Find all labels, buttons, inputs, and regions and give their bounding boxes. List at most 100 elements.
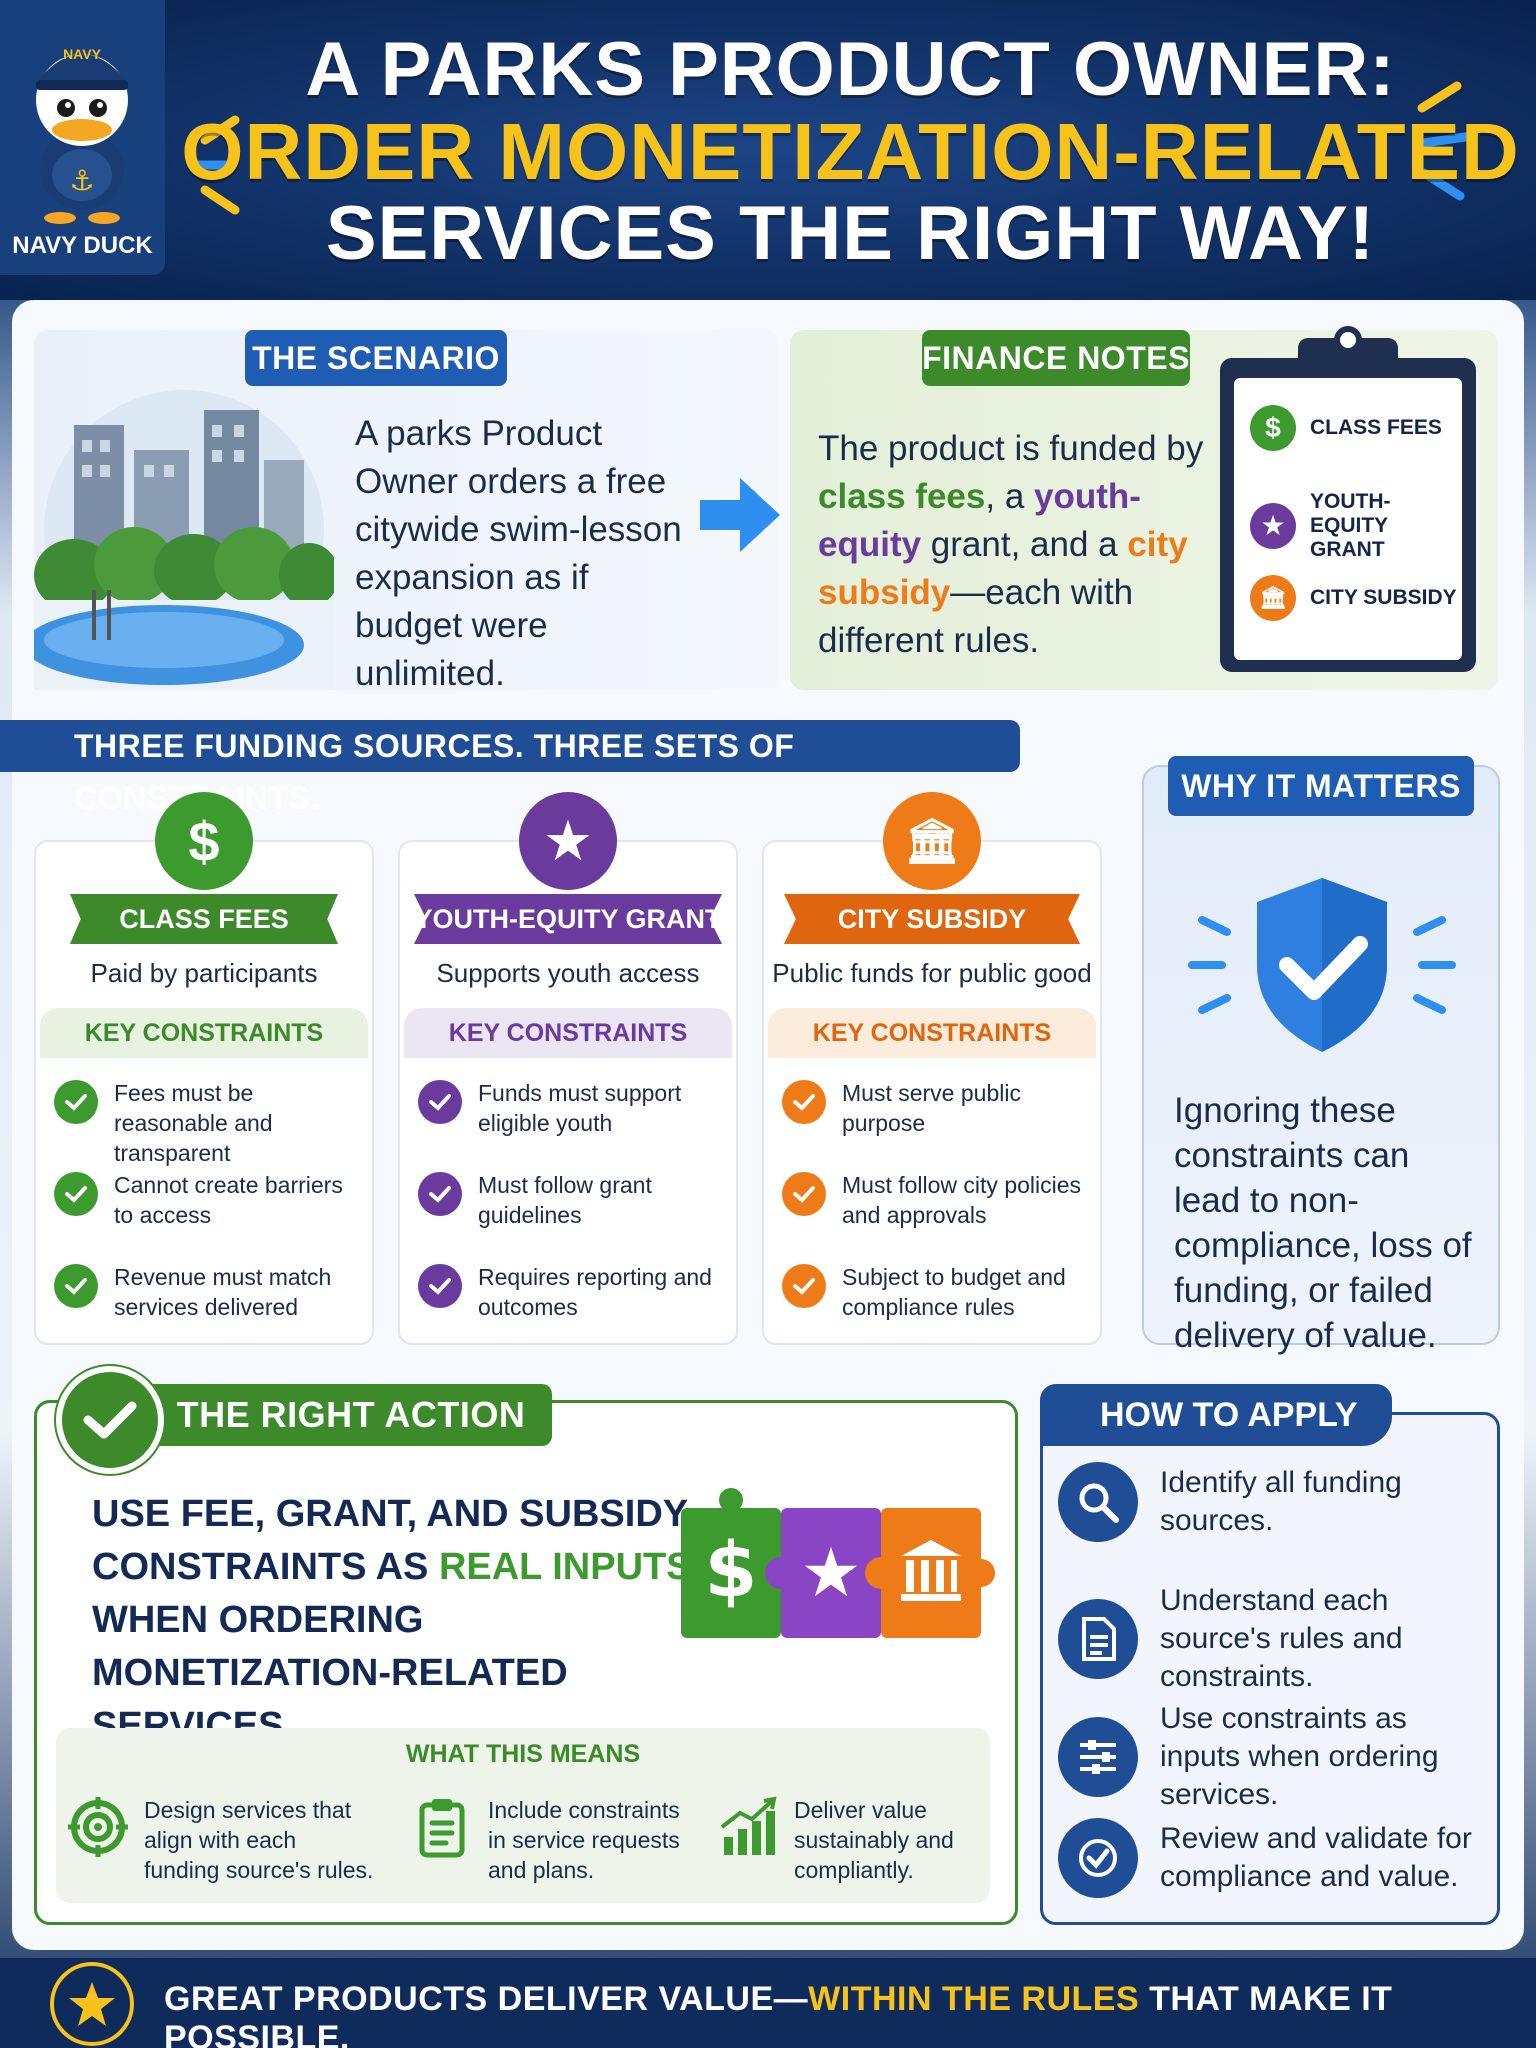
footer-banner	[0, 1958, 1536, 2048]
clip-item-class-fees: $ CLASS FEES	[1250, 405, 1442, 451]
constraint-item: Fees must be reasonable and transparent	[54, 1078, 354, 1168]
footer-text-part: GREAT PRODUCTS DELIVER VALUE—	[164, 1980, 809, 2018]
duck-cap-label: NAVY	[63, 46, 101, 62]
clip-item-label: CITY SUBSIDY	[1310, 586, 1457, 609]
constraint-text: Revenue must match services delivered	[114, 1264, 332, 1320]
svg-text:⚓: ⚓	[69, 164, 94, 197]
check-icon	[418, 1080, 462, 1124]
how-step-3: Use constraints as inputs when ordering …	[1058, 1700, 1478, 1814]
youth-equity-ribbon: YOUTH-EQUITY GRANT	[414, 894, 722, 944]
constraint-text: Requires reporting and outcomes	[478, 1264, 712, 1320]
statement-line: USE FEE, GRANT, AND SUBSIDY	[92, 1493, 689, 1535]
constraint-text: Must follow grant guidelines	[478, 1172, 652, 1228]
what-item-design: Design services that align with each fun…	[66, 1795, 376, 1885]
what-this-means-box	[56, 1728, 990, 1903]
growth-chart-icon	[720, 1796, 777, 1855]
svg-text:★: ★	[801, 1534, 862, 1613]
finance-text-part: The product is funded by	[818, 429, 1204, 468]
clipboard-clip-ring	[1334, 326, 1362, 354]
finance-text-part: grant, and a	[921, 525, 1128, 564]
star-icon: ★	[519, 792, 617, 890]
city-subsidy-key-constraints: KEY CONSTRAINTS	[768, 1008, 1096, 1058]
city-subsidy-highlight: city subsidy	[818, 525, 1188, 612]
what-item-text: Design services that align with each fun…	[144, 1797, 374, 1883]
check-circle-icon	[56, 1366, 164, 1474]
bank-icon: 🏛	[883, 792, 981, 890]
footer-text: GREAT PRODUCTS DELIVER VALUE—WITHIN THE …	[164, 1980, 1504, 2048]
constraint-text: Funds must support eligible youth	[478, 1080, 682, 1136]
clip-item-label: CLASS FEES	[1310, 416, 1442, 439]
dollar-icon: $	[155, 792, 253, 890]
star-icon: ★	[1250, 503, 1296, 549]
finance-notes-tag: FINANCE NOTES	[922, 330, 1190, 386]
funding-sources-banner: THREE FUNDING SOURCES. THREE SETS OF CON…	[0, 720, 1020, 816]
check-icon	[782, 1080, 826, 1124]
header	[0, 0, 1536, 300]
footer-text-part: THAT MAKE IT POSSIBLE.	[164, 1980, 1393, 2048]
why-it-matters-panel	[1142, 765, 1500, 1345]
document-icon	[1058, 1599, 1138, 1679]
bank-icon: 🏛	[1250, 575, 1296, 621]
check-icon	[782, 1264, 826, 1308]
how-step-1: Identify all funding sources.	[1058, 1462, 1478, 1542]
city-subsidy-ribbon: CITY SUBSIDY	[784, 894, 1080, 944]
scenario-text: A parks Product Owner orders a free city…	[355, 414, 682, 693]
what-item-include: Include constraints in service requests …	[410, 1795, 680, 1885]
duck-mascot-icon: ⚓	[36, 54, 128, 224]
constraint-item: Cannot create barriers to access	[54, 1170, 354, 1230]
why-it-matters-text: Ignoring these constraints can lead to n…	[1174, 1091, 1472, 1355]
class-fees-key-constraints: KEY CONSTRAINTS	[40, 1008, 368, 1058]
right-action-tag: THE RIGHT ACTION	[150, 1384, 552, 1446]
shield-check-icon	[1188, 878, 1456, 1052]
scenario-tag: THE SCENARIO	[245, 330, 507, 386]
real-inputs-highlight: REAL INPUTS	[438, 1546, 692, 1588]
title-line-3: SERVICES THE RIGHT WAY!	[325, 191, 1376, 276]
how-step-2: Understand each source's rules and const…	[1058, 1582, 1478, 1696]
navy-duck-label: NAVY DUCK	[12, 232, 153, 259]
constraint-item: Must serve public purpose	[782, 1078, 1092, 1138]
puzzle-pieces-icon: $ ★	[681, 1488, 995, 1638]
target-icon	[68, 1797, 128, 1857]
what-this-means-title: WHAT THIS MEANS	[405, 1740, 641, 1768]
magnifier-icon	[1058, 1462, 1138, 1542]
constraint-text: Must serve public purpose	[842, 1080, 1021, 1136]
statement-line: CONSTRAINTS AS REAL INPUTS	[92, 1541, 692, 1594]
check-icon	[54, 1172, 98, 1216]
clip-item-city-subsidy: 🏛 CITY SUBSIDY	[1250, 575, 1457, 621]
check-icon	[782, 1172, 826, 1216]
class-fees-ribbon: CLASS FEES	[70, 894, 338, 944]
what-item-deliver: Deliver value sustainably and compliantl…	[716, 1795, 976, 1885]
statement-line: WHEN ORDERING	[92, 1599, 424, 1641]
clipboard-icon	[419, 1799, 465, 1858]
constraint-text: Subject to budget and compliance rules	[842, 1264, 1066, 1320]
finance-text-part: —each with different rules.	[818, 573, 1134, 660]
sliders-icon	[1058, 1717, 1138, 1797]
constraint-text: Cannot create barriers to access	[114, 1172, 343, 1228]
how-step-4: Review and validate for compliance and v…	[1058, 1818, 1478, 1898]
title-line-2: ORDER MONETIZATION-RELATED	[181, 107, 1520, 196]
what-item-text: Deliver value sustainably and compliantl…	[794, 1797, 954, 1883]
youth-equity-highlight: youth-equity	[818, 477, 1141, 564]
youth-equity-subtitle: Supports youth access	[436, 958, 700, 988]
arrow-right-icon	[700, 478, 780, 552]
youth-equity-key-constraints: KEY CONSTRAINTS	[404, 1008, 732, 1058]
constraint-item: Revenue must match services delivered	[54, 1262, 354, 1322]
clip-item-label: YOUTH-EQUITY GRANT	[1310, 490, 1391, 561]
left-burst-icon	[188, 115, 240, 215]
constraint-item: Funds must support eligible youth	[418, 1078, 718, 1138]
class-fees-highlight: class fees	[818, 477, 986, 516]
constraint-text: Fees must be reasonable and transparent	[114, 1080, 273, 1166]
title-line-1: A PARKS PRODUCT OWNER:	[305, 27, 1396, 112]
constraint-item: Requires reporting and outcomes	[418, 1262, 718, 1322]
constraint-item: Must follow grant guidelines	[418, 1170, 718, 1230]
finance-text: The product is funded by class fees, a y…	[818, 425, 1208, 665]
footer-highlight: WITHIN THE RULES	[808, 1980, 1140, 2018]
constraint-text: Must follow city policies and approvals	[842, 1172, 1082, 1228]
how-to-apply-tag: HOW TO APPLY	[1040, 1384, 1392, 1446]
right-action-statement: USE FEE, GRANT, AND SUBSIDY CONSTRAINTS …	[92, 1488, 692, 1753]
class-fees-subtitle: Paid by participants	[90, 958, 318, 988]
check-badge-icon	[1058, 1818, 1138, 1898]
check-icon	[418, 1172, 462, 1216]
how-step-text: Identify all funding sources.	[1160, 1466, 1402, 1537]
check-icon	[54, 1264, 98, 1308]
